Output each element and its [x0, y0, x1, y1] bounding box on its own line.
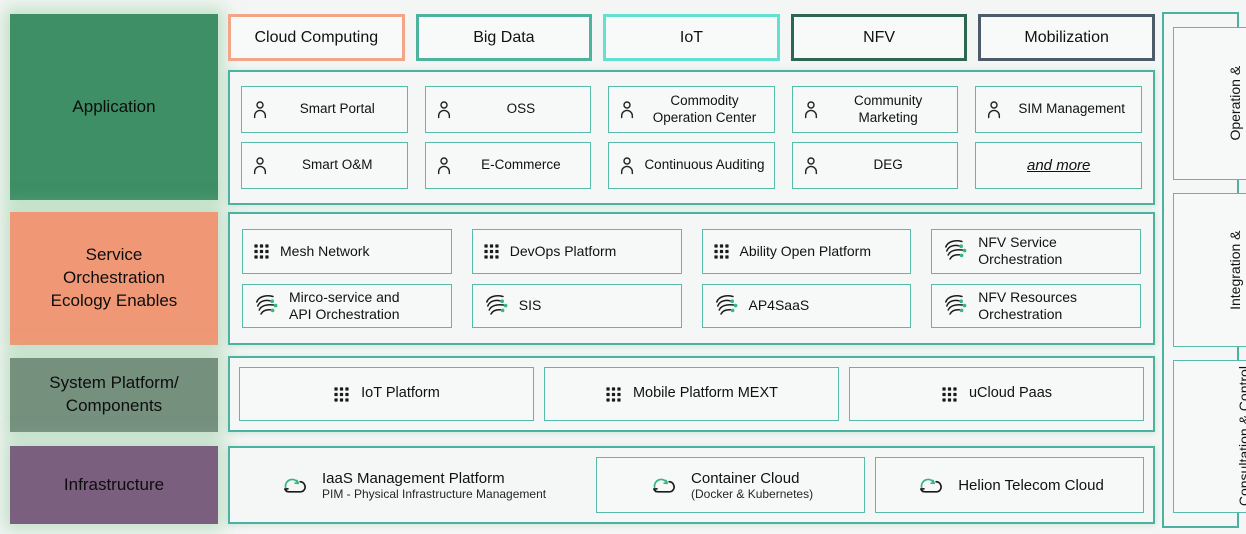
app-item-label: Continuous Auditing: [644, 157, 765, 173]
rail-label: Consultation & Control: [1235, 366, 1246, 507]
category-cloud-computing: Cloud Computing: [228, 14, 405, 61]
infra-item-title: IaaS Management Platform: [321, 469, 505, 487]
svc-item-ap4saas: AP4SaaS: [701, 283, 912, 328]
infra-item-title: Helion Telecom Cloud: [958, 476, 1104, 494]
app-item-deg: DEG: [791, 142, 959, 189]
app-item-e-commerce: E-Commerce: [424, 142, 592, 189]
sys-item-label: uCloud Paas: [968, 385, 1053, 402]
infra-item-subtitle: (Docker & Kubernetes): [691, 486, 814, 501]
person-icon: [804, 100, 817, 118]
infra-item-iaas-management-platform: IaaS Management Platform PIM - Physical …: [239, 457, 586, 513]
category-big-data: Big Data: [415, 14, 593, 61]
system-platform-panel: IoT Platform Mobile Platform MEXT uCloud…: [228, 356, 1155, 432]
app-item-label: Smart Portal: [299, 101, 375, 117]
section-label-application: Application: [10, 14, 218, 200]
svc-item-ability-open-platform: Ability Open Platform: [701, 229, 912, 274]
sys-item-label: IoT Platform: [361, 385, 440, 402]
and-more-label: and more: [1027, 156, 1091, 174]
grid-icon: [254, 244, 269, 259]
rail-consultation-control: Consultation & Control: [1173, 359, 1246, 513]
sys-item-mobile-platform-mext: Mobile Platform MEXT: [544, 367, 839, 421]
app-item-commodity-operation-center: Commodity Operation Center: [608, 86, 775, 133]
sys-item-ucloud-paas: uCloud Paas: [849, 367, 1144, 421]
svc-item-label: Ability Open Platform: [739, 242, 872, 259]
cloud-sync-icon: [920, 478, 943, 493]
sys-item-label: Mobile Platform MEXT: [632, 385, 779, 402]
svc-item-nfv-service-orchestration: NFV Service Orchestration: [931, 229, 1141, 274]
rail-label: Operation & Maintenance: [1226, 64, 1246, 144]
app-item-label: Smart O&M: [302, 157, 373, 173]
svc-item-label: AP4SaaS: [748, 297, 810, 314]
category-iot: IoT: [603, 14, 780, 61]
svc-item-label: DevOps Platform: [509, 242, 617, 259]
person-icon: [437, 100, 450, 118]
svc-item-label: NFV Resources Orchestration: [978, 288, 1078, 322]
app-item-smart-portal: Smart Portal: [241, 86, 408, 133]
svc-item-label: NFV Service Orchestration: [978, 234, 1063, 268]
person-icon: [437, 156, 450, 174]
person-icon: [253, 156, 267, 174]
svc-item-sis: SIS: [471, 283, 682, 328]
rail-operation-maintenance: Operation & Maintenance: [1173, 27, 1246, 181]
service-orchestration-panel: Mesh Network DevOps Platform Ability Ope…: [228, 212, 1155, 345]
svc-item-micro-service-api-orchestration: Mirco-service and API Orchestration: [242, 283, 452, 328]
infrastructure-panel: IaaS Management Platform PIM - Physical …: [228, 446, 1155, 524]
person-icon: [253, 100, 267, 118]
orchestration-icon: [715, 294, 738, 315]
person-icon: [621, 156, 634, 174]
orchestration-icon: [485, 294, 508, 315]
app-item-oss: OSS: [424, 86, 592, 133]
infra-item-helion-telecom-cloud: Helion Telecom Cloud: [875, 457, 1144, 513]
rail-label: Integration & Development: [1226, 229, 1246, 312]
svc-item-devops-platform: DevOps Platform: [471, 229, 682, 274]
app-item-and-more: and more: [975, 142, 1142, 189]
svc-item-label: Mesh Network: [280, 242, 370, 259]
infra-item-title: Container Cloud: [691, 469, 800, 487]
right-rail: Operation & Maintenance Integration & De…: [1162, 12, 1246, 528]
application-panel: Smart Portal OSS Commodity Operation Cen…: [228, 70, 1155, 205]
svc-item-mesh-network: Mesh Network: [242, 229, 452, 274]
person-icon: [988, 100, 1001, 118]
svc-item-nfv-resources-orchestration: NFV Resources Orchestration: [931, 283, 1141, 328]
orchestration-icon: [945, 294, 968, 315]
app-item-label: E-Commerce: [481, 157, 561, 173]
grid-icon: [484, 244, 499, 259]
section-label-infrastructure: Infrastructure: [10, 446, 218, 524]
person-icon: [621, 100, 634, 118]
person-icon: [804, 156, 817, 174]
app-item-label: DEG: [873, 157, 903, 173]
app-item-label: SIM Management: [1018, 101, 1125, 117]
orchestration-icon: [945, 240, 968, 260]
grid-icon: [942, 386, 957, 402]
grid-icon: [713, 244, 729, 259]
infra-item-subtitle: PIM - Physical Infrastructure Management: [321, 486, 547, 501]
section-label-service-orchestration: Service Orchestration Ecology Enables: [10, 212, 218, 345]
section-label-system-platform: System Platform/ Components: [10, 358, 218, 432]
app-item-community-marketing: Community Marketing: [791, 86, 959, 133]
cloud-sync-icon: [653, 478, 675, 493]
app-item-sim-management: SIM Management: [975, 86, 1142, 133]
svc-item-label: SIS: [518, 297, 542, 314]
category-mobilization: Mobilization: [978, 14, 1155, 61]
orchestration-icon: [256, 294, 279, 315]
svc-item-label: Mirco-service and API Orchestration: [289, 288, 400, 322]
rail-integration-development: Integration & Development: [1173, 193, 1246, 347]
grid-icon: [606, 386, 621, 402]
infra-item-container-cloud: Container Cloud (Docker & Kubernetes): [596, 457, 866, 513]
app-item-continuous-auditing: Continuous Auditing: [608, 142, 775, 189]
category-row: Cloud Computing Big Data IoT NFV Mobiliz…: [228, 14, 1155, 61]
grid-icon: [334, 386, 349, 402]
app-item-smart-om: Smart O&M: [241, 142, 408, 189]
category-nfv: NFV: [790, 14, 968, 61]
app-item-label: Commodity Operation Center: [652, 93, 757, 125]
app-item-label: Community Marketing: [853, 93, 923, 125]
app-item-label: OSS: [506, 101, 536, 117]
sys-item-iot-platform: IoT Platform: [239, 367, 534, 421]
cloud-sync-icon: [284, 478, 306, 493]
